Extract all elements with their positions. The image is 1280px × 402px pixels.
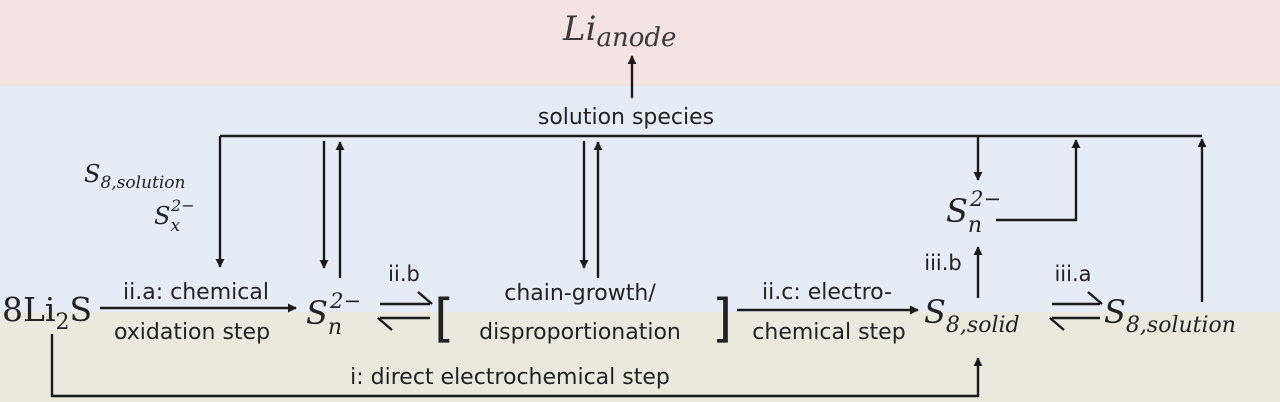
bracket-label-line2: disproportionation bbox=[479, 320, 681, 345]
li2s-species: 8Li2S bbox=[2, 290, 92, 335]
sn-left-species: Sn2− bbox=[306, 289, 361, 340]
step-ii-a-label-line1: ii.a: chemical bbox=[123, 280, 269, 305]
step-iii-b-label: iii.b bbox=[924, 251, 962, 275]
step-ii-b-label: ii.b bbox=[388, 262, 420, 286]
s8-solution-right-species: S8,solution bbox=[1104, 293, 1236, 338]
step-ii-c-label-line2: chemical step bbox=[752, 320, 905, 345]
bracket-open: [ bbox=[434, 289, 454, 349]
step-ii-c-label-line1: ii.c: electro- bbox=[762, 280, 892, 305]
li-anode-species: Lianode bbox=[562, 9, 676, 53]
solution-region-band bbox=[0, 86, 1280, 312]
s8-solid-species: S8,solid bbox=[924, 293, 1020, 338]
step-ii-a-label-line2: oxidation step bbox=[114, 320, 270, 345]
sn-right-species: Sn2− bbox=[946, 187, 1001, 238]
solution-species-label: solution species bbox=[538, 105, 714, 130]
i-direct-arrow bbox=[50, 334, 983, 398]
step-iii-a-label: iii.a bbox=[1054, 262, 1091, 286]
s8-solution-left-species: S8,solution bbox=[84, 160, 185, 193]
solid-region-band bbox=[0, 312, 1280, 402]
bracket-label-line1: chain-growth/ bbox=[504, 281, 656, 306]
sn-right-to-solution-arrow bbox=[996, 139, 1081, 222]
sx-left-species: Sx2− bbox=[154, 196, 195, 236]
iii-a-equilibrium-arrows bbox=[1049, 291, 1103, 331]
bracket-close: ] bbox=[712, 289, 732, 349]
anode-region-band bbox=[0, 0, 1280, 86]
step-i-label: i: direct electrochemical step bbox=[350, 365, 670, 390]
ii-b-equilibrium-arrows bbox=[377, 291, 433, 331]
